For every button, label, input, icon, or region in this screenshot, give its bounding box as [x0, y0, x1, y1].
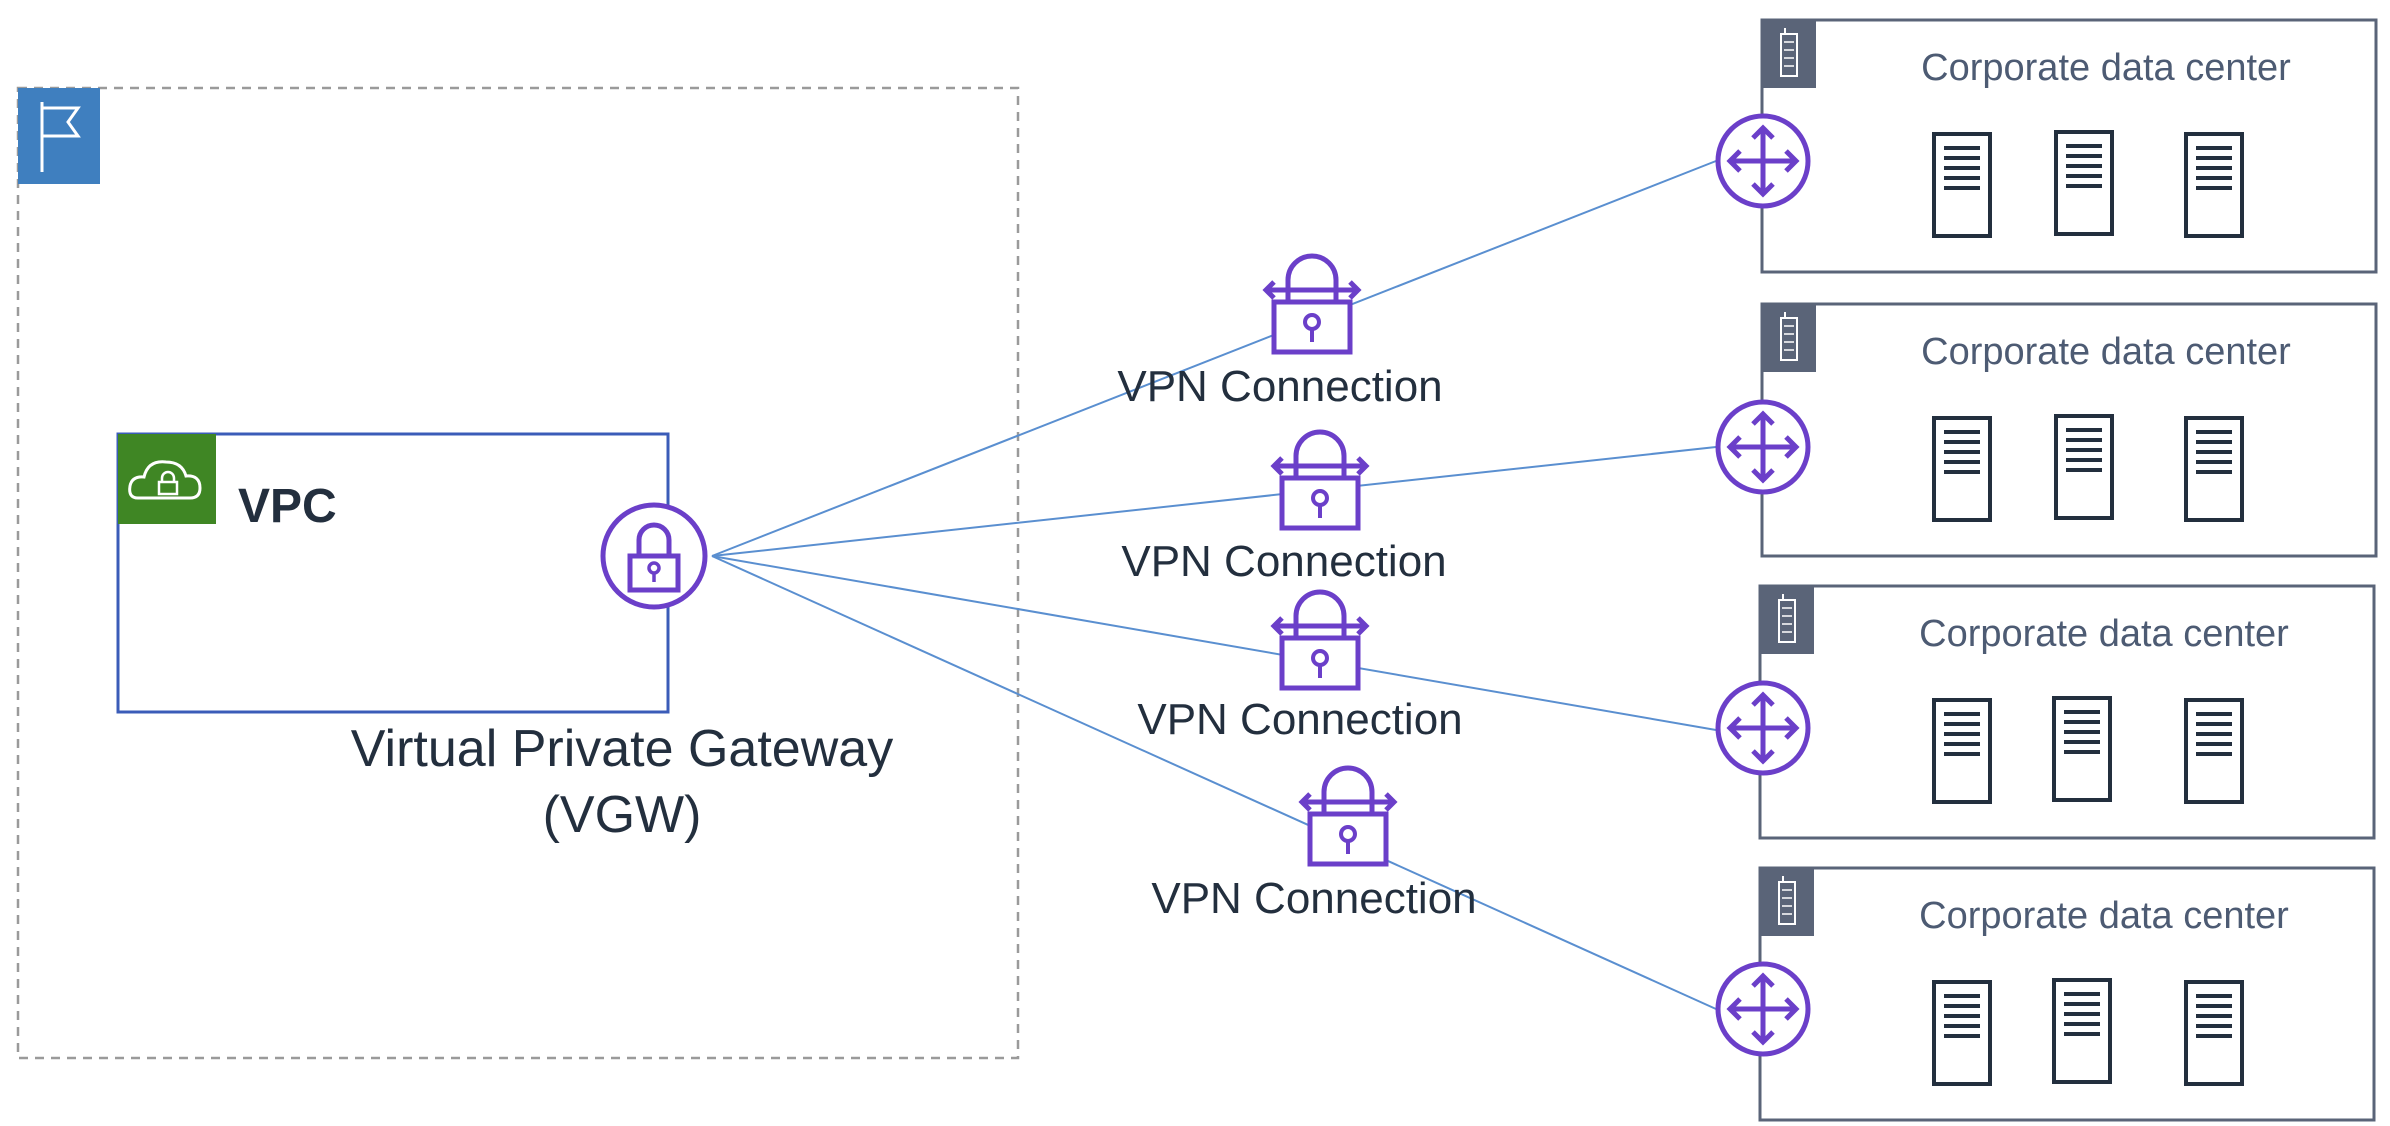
- connection-lines: [711, 160, 1717, 1010]
- data-center-title: Corporate data center: [1919, 895, 2289, 937]
- vpn-lock-icon: [1274, 432, 1366, 528]
- server-icon: [2054, 414, 2114, 520]
- connection-line-3: [711, 555, 1717, 731]
- connection-line-4: [711, 555, 1717, 1010]
- server-icon: [1932, 698, 1992, 804]
- gateway-label-line1: Virtual Private Gateway: [351, 720, 893, 778]
- vpc-label: VPC: [238, 480, 337, 533]
- server-icon: [2052, 696, 2112, 802]
- building-icon: [1761, 303, 1817, 373]
- lock-circle-icon[interactable]: [600, 502, 708, 610]
- vpn-connection-label: VPN Connection: [1137, 695, 1462, 744]
- region-boundary: [16, 86, 1020, 1060]
- server-icon: [2052, 978, 2112, 1084]
- building-icon: [1759, 585, 1815, 655]
- vpn-connection-1[interactable]: VPN Connection: [1117, 256, 1443, 411]
- vpn-lock-icon: [1302, 768, 1394, 864]
- vpn-connection-label: VPN Connection: [1151, 874, 1476, 923]
- server-icon: [1932, 132, 1992, 238]
- data-center-title: Corporate data center: [1921, 331, 2291, 373]
- cloud-lock-icon: [118, 434, 216, 524]
- server-icon: [1932, 980, 1992, 1086]
- data-center-title: Corporate data center: [1921, 47, 2291, 89]
- connection-line-2: [711, 446, 1717, 557]
- data-center-title: Corporate data center: [1919, 613, 2289, 655]
- server-icon: [1932, 416, 1992, 522]
- server-icon: [2184, 132, 2244, 238]
- vpn-lock-icon: [1274, 592, 1366, 688]
- vpn-connection-label: VPN Connection: [1121, 537, 1446, 586]
- server-icon: [2184, 980, 2244, 1086]
- server-icon: [2184, 416, 2244, 522]
- router-icon[interactable]: [1718, 964, 1808, 1054]
- vpn-connection-2[interactable]: VPN Connection: [1121, 432, 1447, 586]
- router-icon[interactable]: [1718, 116, 1808, 206]
- router-icon[interactable]: [1718, 402, 1808, 492]
- building-icon: [1759, 867, 1815, 937]
- server-icon: [2184, 698, 2244, 804]
- flag-icon: [18, 88, 100, 184]
- connection-line-1: [711, 160, 1717, 557]
- server-icon: [2054, 130, 2114, 236]
- data-center-3: Corporate data center: [1718, 584, 2376, 840]
- building-icon: [1761, 19, 1817, 89]
- vpn-connection-3[interactable]: VPN Connection: [1137, 592, 1463, 744]
- gateway-label-line2: (VGW): [543, 786, 702, 844]
- vpn-connection-4[interactable]: VPN Connection: [1151, 768, 1477, 923]
- data-center-4: Corporate data center: [1718, 866, 2376, 1122]
- router-icon[interactable]: [1718, 683, 1808, 773]
- data-center-1: Corporate data center: [1718, 18, 2378, 274]
- vpn-lock-icon: [1266, 256, 1358, 352]
- data-center-2: Corporate data center: [1718, 302, 2378, 558]
- vpn-connection-label: VPN Connection: [1117, 362, 1442, 411]
